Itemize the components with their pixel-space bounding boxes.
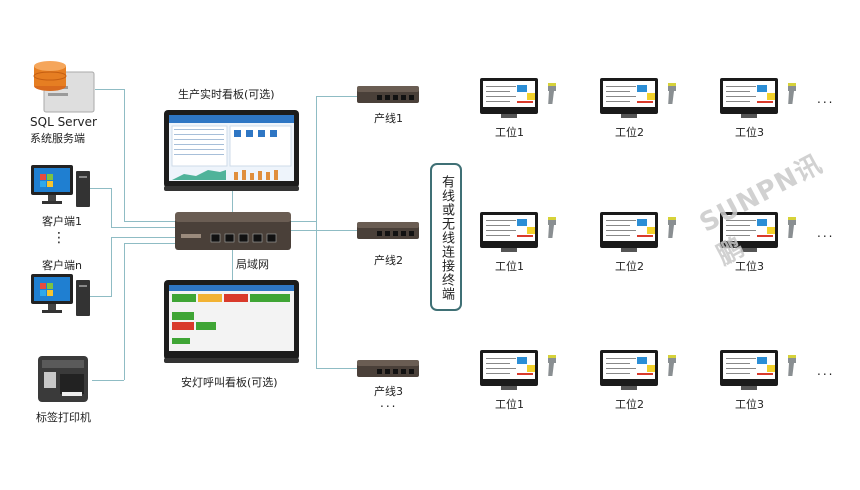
monitor-stand xyxy=(621,114,637,118)
workstation-monitor-icon xyxy=(480,78,538,114)
watermark-logo: SUNPN讯鹏 xyxy=(694,149,828,272)
barcode-scanner-icon xyxy=(668,83,676,104)
dashboard-monitor-icon xyxy=(164,110,299,191)
barcode-scanner-icon xyxy=(548,355,556,376)
workstation-label: 工位2 xyxy=(615,126,644,139)
workstation-label: 工位1 xyxy=(495,260,524,273)
workstation-label: 工位3 xyxy=(735,126,764,139)
workstation-label: 工位1 xyxy=(495,398,524,411)
line-1-label: 产线1 xyxy=(374,112,403,125)
row-2-ellipsis: ... xyxy=(817,226,835,240)
server-title: SQL Server xyxy=(30,115,97,129)
line-3-label: 产线3 xyxy=(374,385,403,398)
server-icon xyxy=(33,61,95,113)
terminal-box: 有线或无线连接终端 xyxy=(430,163,462,311)
server-subtitle: 系统服务端 xyxy=(30,132,85,145)
barcode-scanner-icon xyxy=(548,83,556,104)
workstation-label: 工位2 xyxy=(615,398,644,411)
terminal-label: 有线或无线连接终端 xyxy=(439,175,454,301)
monitor-stand xyxy=(741,386,757,390)
client-1-label: 客户端1 xyxy=(42,215,82,228)
barcode-scanner-icon xyxy=(668,217,676,238)
workstation-label: 工位1 xyxy=(495,126,524,139)
monitor-stand xyxy=(741,248,757,252)
client-n-label: 客户端n xyxy=(42,259,82,272)
barcode-scanner-icon xyxy=(788,217,796,238)
printer-label: 标签打印机 xyxy=(36,411,91,424)
workstation-monitor-icon xyxy=(480,212,538,248)
lan-label: 局域网 xyxy=(236,258,269,271)
monitor-stand xyxy=(621,248,637,252)
barcode-scanner-icon xyxy=(668,355,676,376)
desktop-pc-icon xyxy=(31,165,90,207)
workstation-monitor-icon xyxy=(600,78,658,114)
router-icon xyxy=(357,86,419,103)
label-printer-icon xyxy=(38,356,88,402)
barcode-scanner-icon xyxy=(788,83,796,104)
desktop-pc-icon xyxy=(31,274,90,316)
line-2-label: 产线2 xyxy=(374,254,403,267)
workstation-monitor-icon xyxy=(720,78,778,114)
barcode-scanner-icon xyxy=(788,355,796,376)
workstation-label: 工位3 xyxy=(735,398,764,411)
workstation-monitor-icon xyxy=(480,350,538,386)
monitor-stand xyxy=(501,248,517,252)
router-icon xyxy=(357,222,419,239)
router-icon xyxy=(357,360,419,377)
workstation-label: 工位3 xyxy=(735,260,764,273)
barcode-scanner-icon xyxy=(548,217,556,238)
router-icon xyxy=(175,212,291,250)
workstation-monitor-icon xyxy=(600,212,658,248)
row-3-ellipsis: ... xyxy=(817,364,835,378)
workstation-monitor-icon xyxy=(720,212,778,248)
andon-monitor-icon xyxy=(164,280,299,363)
workstation-monitor-icon xyxy=(720,350,778,386)
andon-board-label: 安灯呼叫看板(可选) xyxy=(181,376,278,389)
monitor-stand xyxy=(621,386,637,390)
line-ellipsis: ... xyxy=(380,396,398,410)
row-1-ellipsis: ... xyxy=(817,92,835,106)
monitor-stand xyxy=(741,114,757,118)
vertical-dots: ⋮ xyxy=(52,230,66,246)
monitor-stand xyxy=(501,386,517,390)
workstation-monitor-icon xyxy=(600,350,658,386)
production-board-label: 生产实时看板(可选) xyxy=(178,88,275,101)
workstation-label: 工位2 xyxy=(615,260,644,273)
monitor-stand xyxy=(501,114,517,118)
